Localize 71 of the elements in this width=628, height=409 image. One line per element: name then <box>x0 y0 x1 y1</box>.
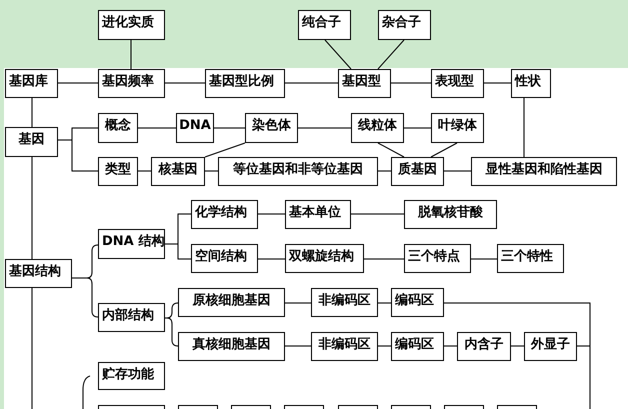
empty-box <box>391 405 431 409</box>
concept-box: 基本单位 <box>285 200 351 229</box>
connector-line <box>204 142 246 158</box>
concept-box: 基因结构 <box>5 259 72 288</box>
concept-box: 基因型 <box>338 69 391 98</box>
concept-box: 性状 <box>511 69 551 98</box>
concept-box: 表现型 <box>431 69 484 98</box>
concept-box: 纯合子 <box>298 10 351 40</box>
concept-box: 基因型比例 <box>205 69 285 98</box>
connector-line <box>258 258 286 260</box>
connector-line <box>72 278 98 318</box>
concept-box: 核基因 <box>151 157 205 186</box>
concept-box: 基因库 <box>5 69 58 98</box>
connector-line <box>444 302 590 409</box>
concept-box: 三个特点 <box>404 244 471 273</box>
connector-line <box>378 170 392 172</box>
concept-box: 显性基因和陷性基因 <box>471 157 617 186</box>
concept-box: 内含子 <box>457 332 511 361</box>
connector-line <box>164 82 206 84</box>
connector-line <box>130 40 132 70</box>
concept-box: 概念 <box>98 113 138 143</box>
connector-line <box>324 40 352 70</box>
connector-line <box>364 258 404 260</box>
empty-box <box>284 405 324 409</box>
concept-box: 类型 <box>98 157 138 186</box>
concept-box: 非编码区 <box>311 288 378 317</box>
concept-box: 叶绿体 <box>431 113 484 143</box>
concept-box: 染色体 <box>245 113 298 143</box>
connector-line <box>284 82 338 84</box>
connector-line <box>378 302 392 304</box>
concept-box: 质基因 <box>391 157 444 186</box>
concept-box: 双螺旋结构 <box>285 244 364 273</box>
empty-box <box>444 405 484 409</box>
concept-box: 空间结构 <box>191 244 258 273</box>
empty-box <box>98 405 165 409</box>
connector-line <box>378 40 404 70</box>
concept-box: 进化实质 <box>98 10 165 40</box>
empty-box <box>338 405 378 409</box>
empty-box <box>497 405 537 409</box>
connector-line <box>444 170 472 172</box>
connector-line <box>58 82 98 84</box>
concept-box: 基因 <box>5 127 58 157</box>
connector-line <box>138 170 152 172</box>
connector-line <box>164 244 192 260</box>
connector-line <box>284 302 312 304</box>
concept-box: 内部结构 <box>98 303 165 332</box>
empty-box <box>178 405 218 409</box>
concept-box: 脱氧核苷酸 <box>404 200 497 229</box>
connector-line <box>58 140 98 172</box>
concept-box: 三个特性 <box>497 244 564 273</box>
connector-line <box>204 170 218 172</box>
connector-line <box>164 318 178 346</box>
concept-box: DNA <box>176 113 214 143</box>
concept-box: 编码区 <box>391 288 444 317</box>
concept-box: 杂合子 <box>378 10 431 40</box>
connector-line <box>430 142 458 158</box>
concept-box: DNA 结构 <box>98 229 165 259</box>
concept-box: 原核细胞基因 <box>178 288 285 317</box>
concept-box: 基因频率 <box>98 69 165 98</box>
empty-box <box>231 405 271 409</box>
concept-box: 线粒体 <box>351 113 404 143</box>
connector-line <box>484 82 512 84</box>
concept-box: 非编码区 <box>311 332 378 361</box>
concept-box: 贮存功能 <box>98 362 165 390</box>
concept-box: 等位基因和非等位基因 <box>218 157 378 186</box>
connector-line <box>390 82 432 84</box>
concept-box: 真核细胞基因 <box>178 332 285 361</box>
connector-line <box>470 258 498 260</box>
concept-box: 化学结构 <box>191 200 258 229</box>
concept-box: 外显子 <box>524 332 577 361</box>
concept-box: 编码区 <box>391 332 444 361</box>
